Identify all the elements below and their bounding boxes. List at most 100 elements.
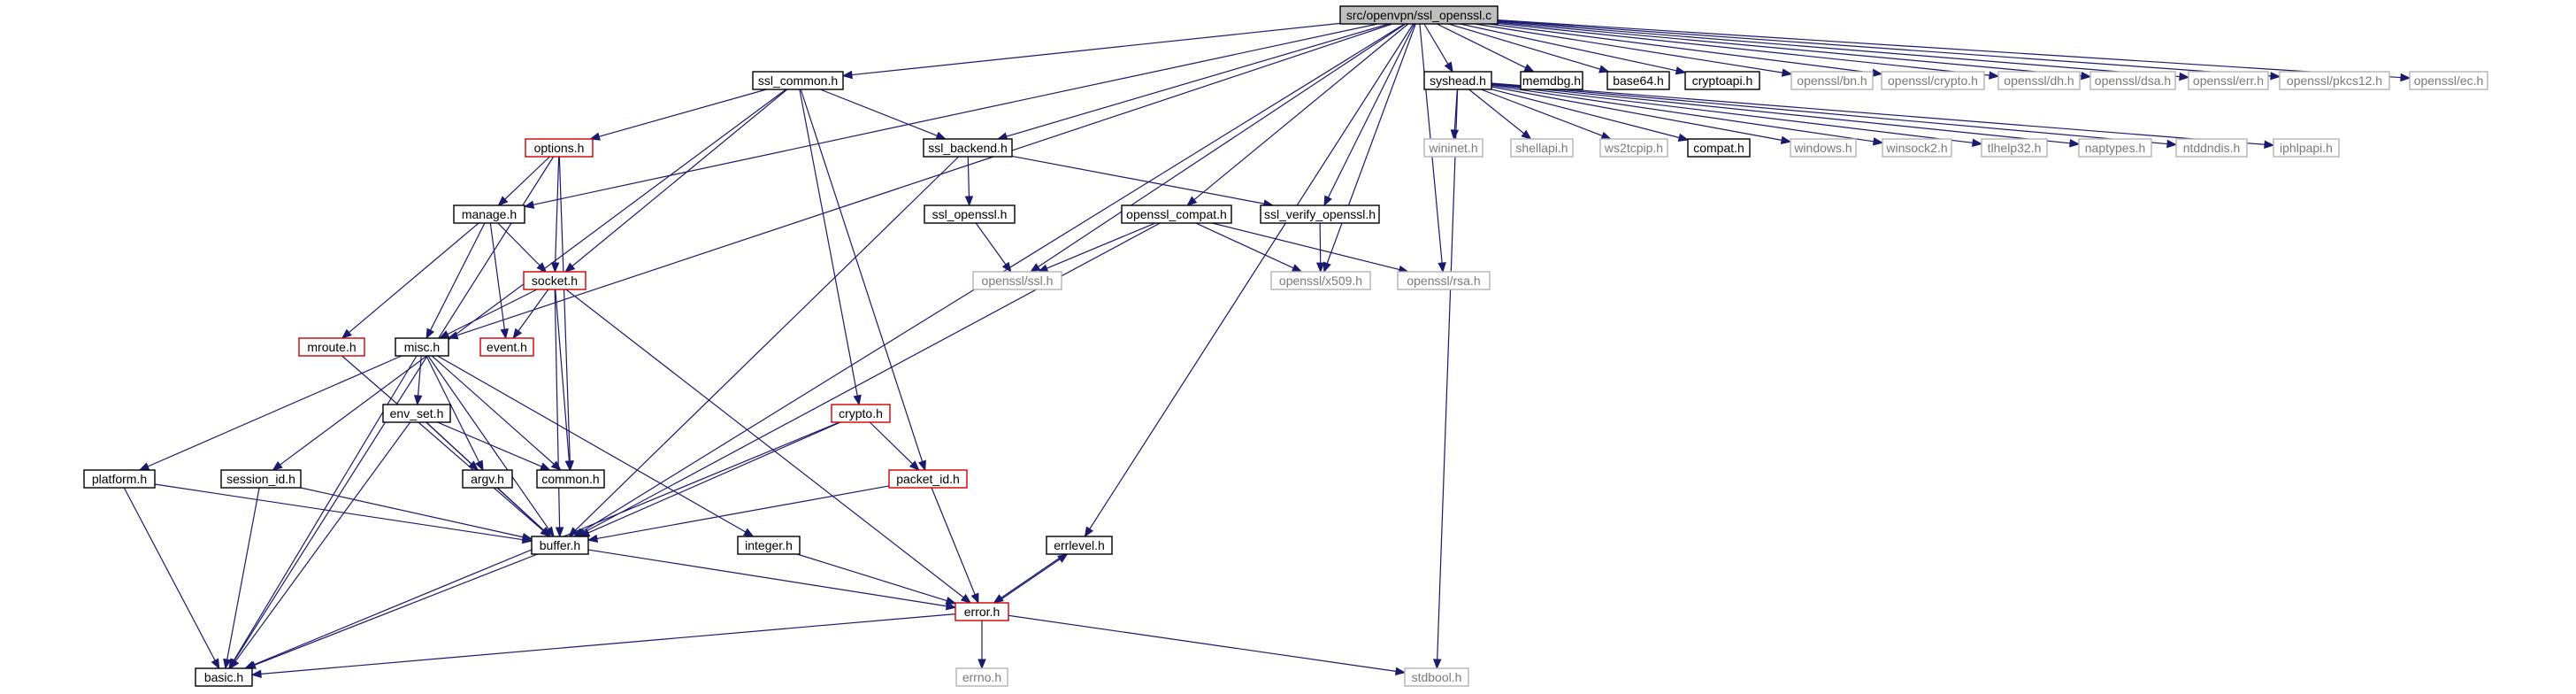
node-box	[523, 271, 586, 290]
edge-ssl_openssl_c-to-ossl_ssl	[1038, 23, 1407, 267]
edge-error-to-stdbool	[1008, 614, 1397, 672]
edge-ssl_openssl_c-to-base64	[1448, 23, 1601, 70]
node-error[interactable]: error.h	[954, 602, 1009, 621]
edge-arrowhead	[853, 394, 862, 406]
node-openssl-compat[interactable]: openssl_compat.h	[1121, 204, 1232, 224]
edge-arrowhead	[1057, 553, 1069, 563]
node-env-set[interactable]: env_set.h	[382, 404, 451, 423]
node-box	[923, 138, 1013, 158]
node-ssl-backend[interactable]: ssl_backend.h	[923, 138, 1013, 158]
node-label: argv.h	[471, 472, 504, 486]
node-windows: windows.h	[1790, 138, 1857, 158]
edge-misc-to-env_set	[417, 355, 422, 397]
edge-crypto-to-buffer	[587, 421, 841, 534]
node-buffer[interactable]: buffer.h	[531, 536, 589, 555]
node-crypto[interactable]: crypto.h	[831, 404, 891, 423]
edge-options-to-manage	[504, 156, 550, 200]
edge-arrowhead	[1600, 131, 1613, 140]
node-basic[interactable]: basic.h	[195, 667, 253, 687]
node-memdbg[interactable]: memdbg.h	[1520, 71, 1583, 90]
edge-arrowhead	[1675, 66, 1687, 75]
node-base64[interactable]: base64.h	[1606, 71, 1670, 90]
node-box	[2089, 71, 2176, 90]
node-argv[interactable]: argv.h	[462, 469, 513, 489]
edge-arrowhead	[2069, 139, 2081, 148]
edge-ssl_openssl_c-to-manage	[533, 23, 1378, 205]
edge-ssl_openssl_c-to-ssl_verify_openssl	[1327, 23, 1415, 198]
node-syshead[interactable]: syshead.h	[1423, 71, 1492, 90]
node-mroute[interactable]: mroute.h	[298, 337, 365, 357]
node-box	[954, 602, 1009, 621]
node-event[interactable]: event.h	[479, 337, 534, 357]
node-box	[972, 271, 1062, 290]
edge-session_id-to-buffer	[300, 487, 524, 538]
edge-ssl_openssl_c-to-ossl_pkcs12	[1497, 19, 2272, 77]
node-naptypes: naptypes.h	[2078, 138, 2152, 158]
node-packet-id[interactable]: packet_id.h	[888, 469, 968, 489]
edge-socket-to-error	[565, 289, 964, 598]
node-cryptoapi[interactable]: cryptoapi.h	[1684, 71, 1760, 90]
node-manage[interactable]: manage.h	[453, 204, 525, 224]
node-box	[1423, 138, 1484, 158]
node-ntddndis: ntddndis.h	[2175, 138, 2248, 158]
node-common[interactable]: common.h	[536, 469, 605, 489]
node-box	[479, 337, 534, 357]
edge-ssl_openssl_c-to-ossl_bn	[1475, 23, 1783, 73]
node-box	[1606, 71, 1670, 90]
node-box	[2279, 71, 2390, 90]
edge-arrowhead	[211, 658, 220, 670]
edge-arrowhead	[1521, 129, 1532, 140]
edge-arrowhead	[1598, 65, 1610, 73]
edge-ssl_openssl_c-to-cryptoapi	[1460, 23, 1677, 72]
edge-platform-to-basic	[123, 487, 216, 661]
edge-arrowhead	[1322, 261, 1331, 274]
node-session-id[interactable]: session_id.h	[220, 469, 302, 489]
edge-arrowhead	[500, 328, 509, 340]
edge-ssl_verify_openssl-to-ossl_x509	[1319, 222, 1322, 264]
edge-misc-to-integer	[437, 355, 747, 533]
edge-socket-to-event	[518, 289, 549, 332]
edge-packet_id-to-error	[931, 487, 976, 595]
node-label: event.h	[487, 340, 527, 354]
node-errlevel[interactable]: errlevel.h	[1046, 536, 1113, 555]
node-box	[382, 404, 451, 423]
node-ossl-dsa: openssl/dsa.h	[2089, 71, 2176, 90]
node-ssl-verify-openssl[interactable]: ssl_verify_openssl.h	[1260, 204, 1380, 224]
edge-arrowhead	[539, 462, 551, 471]
node-label: mroute.h	[307, 340, 356, 354]
node-label: packet_id.h	[896, 472, 960, 486]
node-box	[195, 667, 253, 687]
node-label: winsock2.h	[1885, 141, 1947, 155]
edge-syshead-to-shellapi	[1468, 89, 1525, 135]
edge-syshead-to-iphlpapi	[1491, 82, 2266, 145]
node-socket[interactable]: socket.h	[523, 271, 586, 290]
node-tlhelp32: tlhelp32.h	[1981, 138, 2048, 158]
edge-env_set-to-basic	[234, 421, 411, 662]
node-label: memdbg.h	[1522, 73, 1581, 88]
node-compat[interactable]: compat.h	[1687, 138, 1751, 158]
edge-ssl_common-to-socket	[571, 89, 788, 267]
node-stdbool: stdbool.h	[1404, 667, 1469, 687]
edge-ssl_backend-to-ssl_verify_openssl	[1011, 155, 1265, 204]
node-ssl-openssl-c[interactable]: src/openvpn/ssl_openssl.c	[1339, 5, 1499, 25]
node-box	[220, 469, 302, 489]
node-ssl-ossl-h[interactable]: ssl_openssl.h	[924, 204, 1016, 224]
edge-syshead-to-compat	[1491, 89, 1680, 139]
node-label: iphlpapi.h	[2280, 141, 2333, 155]
edge-arrowhead	[1323, 195, 1332, 207]
node-misc[interactable]: misc.h	[395, 337, 449, 357]
node-options[interactable]: options.h	[525, 138, 594, 158]
node-label: openssl/dh.h	[2004, 73, 2074, 88]
node-label: common.h	[541, 472, 599, 486]
edge-arrowhead	[978, 659, 986, 670]
edge-misc-to-platform	[147, 355, 402, 467]
edge-arrowhead	[1989, 71, 2000, 80]
node-platform[interactable]: platform.h	[83, 469, 156, 489]
edge-ssl_openssl_c-to-misc	[456, 23, 1393, 336]
node-integer[interactable]: integer.h	[737, 536, 801, 555]
node-ssl-common[interactable]: ssl_common.h	[752, 71, 844, 90]
edge-errlevel-to-error	[1000, 553, 1066, 598]
node-box	[525, 138, 594, 158]
node-label: openssl/bn.h	[1797, 73, 1867, 88]
edge-ssl_backend-to-buffer	[575, 156, 960, 531]
